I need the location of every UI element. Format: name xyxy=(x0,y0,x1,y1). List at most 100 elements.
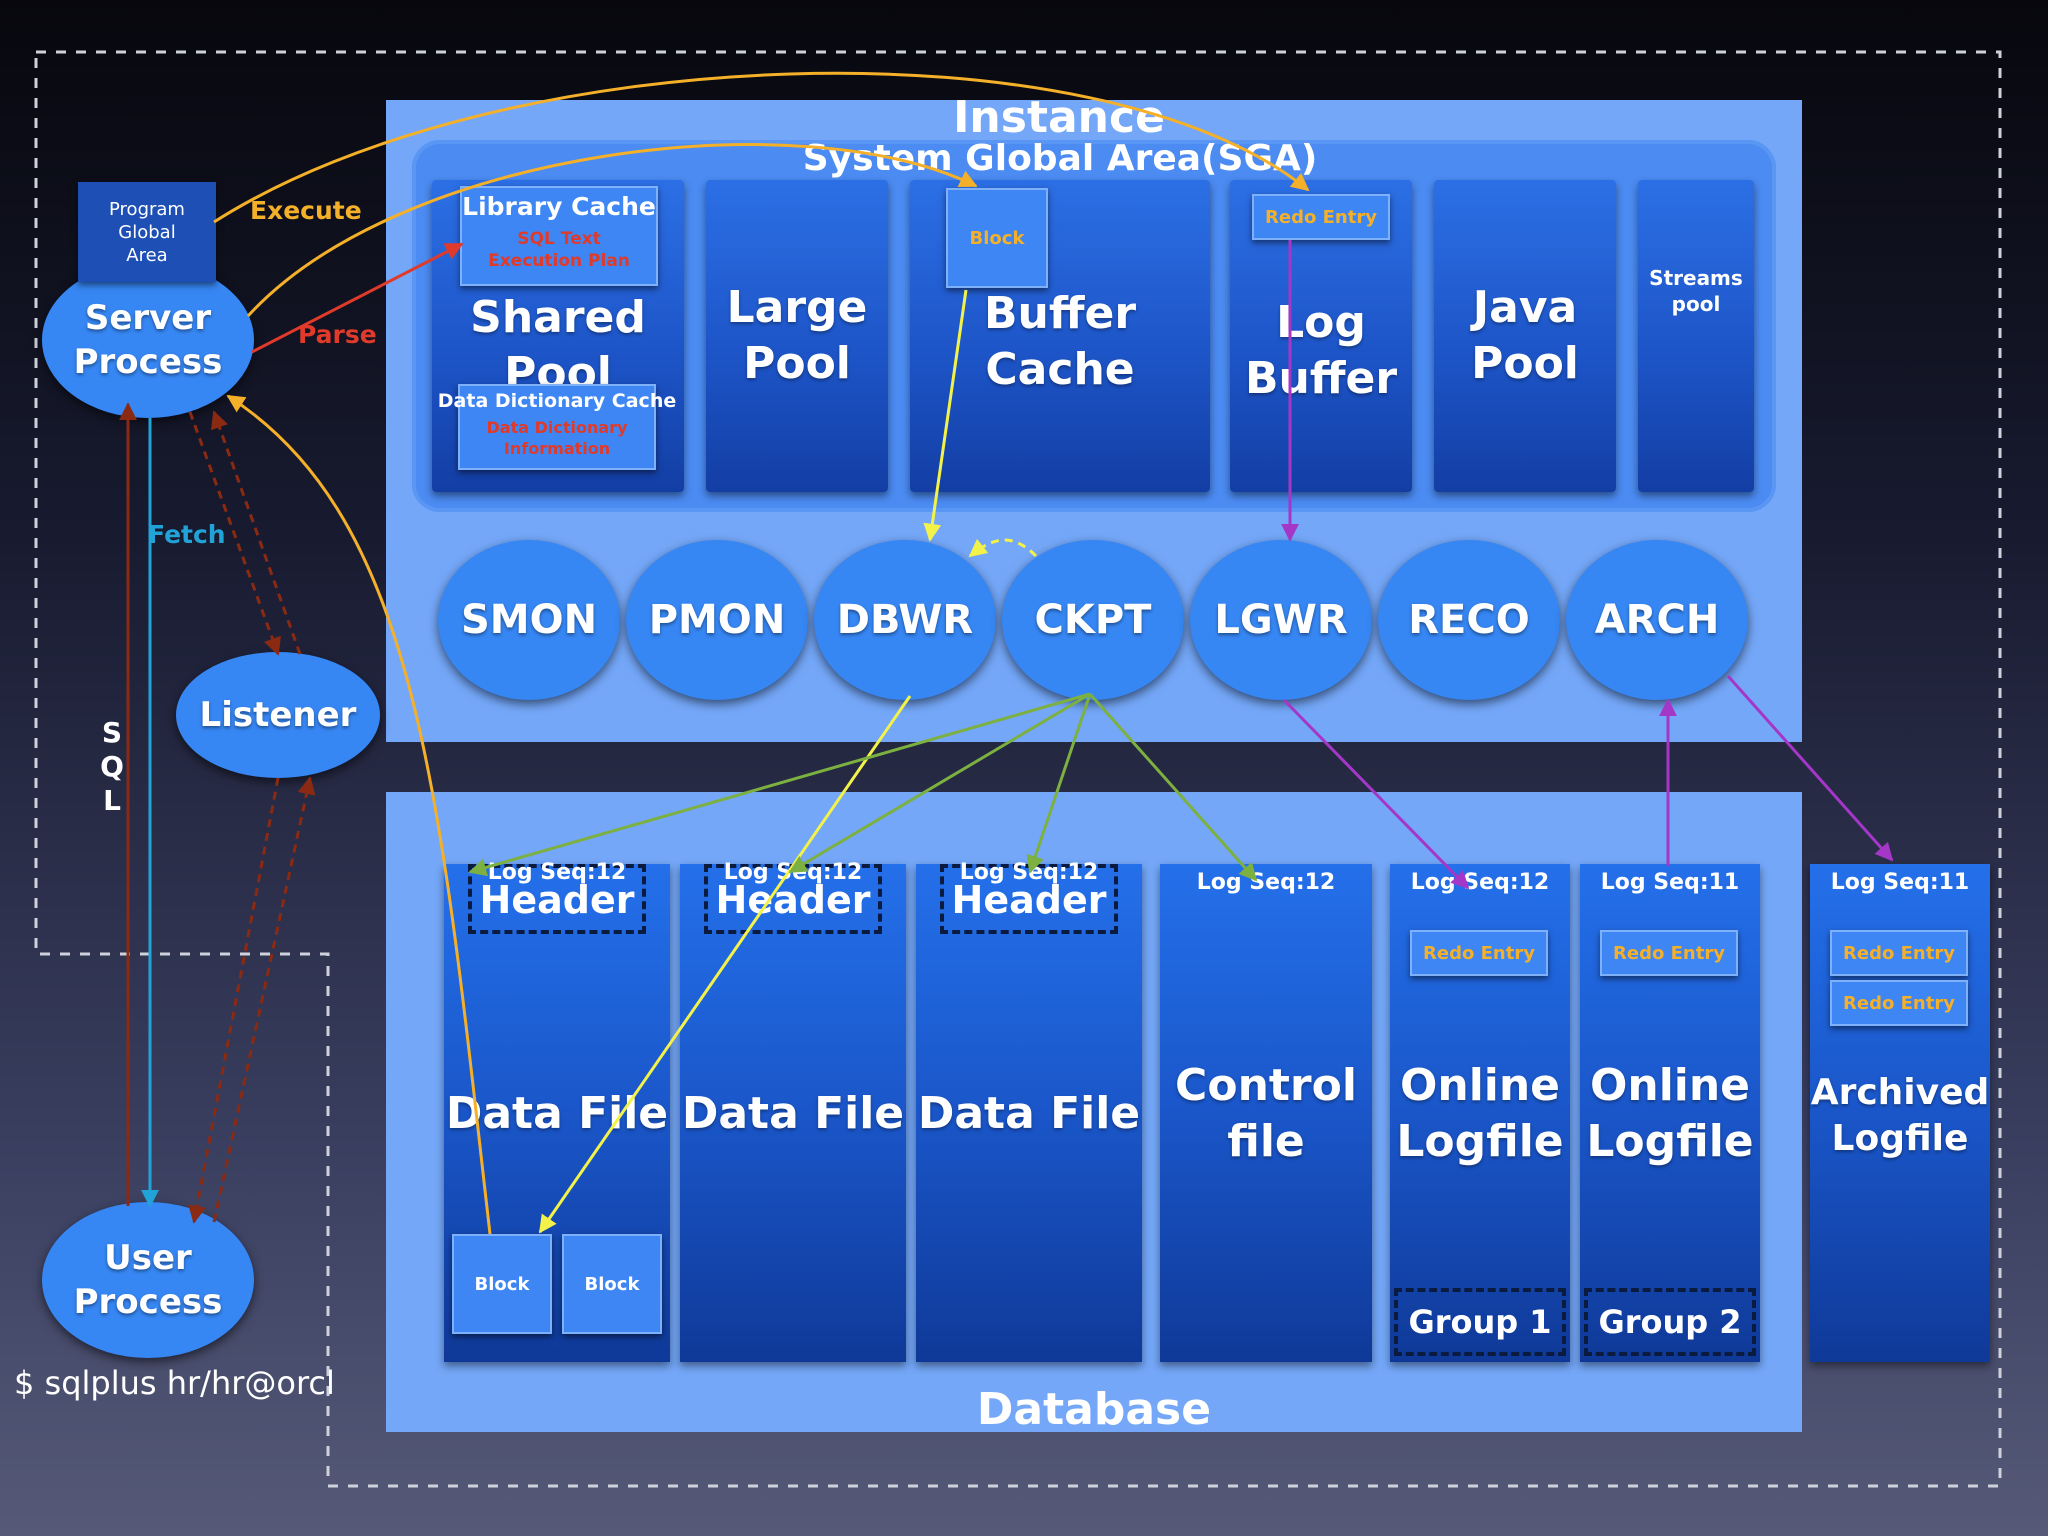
sqlplus-command: $ sqlplus hr/hr@orcl xyxy=(14,1364,335,1402)
sql-text-label: SQL Text xyxy=(517,229,601,249)
data-file-1-seq: Log Seq:12 xyxy=(487,860,627,885)
data-file-1: Log Seq:12 Header Data File Block Block xyxy=(444,860,670,1362)
control-file-l1: Control xyxy=(1175,1060,1357,1111)
data-file-3-label: Data File xyxy=(917,1088,1141,1139)
large-pool-l2: Pool xyxy=(743,338,851,389)
process-pmon: PMON xyxy=(626,540,808,700)
parse-arrow xyxy=(251,242,464,354)
archived-logfile-redo-1: Redo Entry xyxy=(1830,930,1968,976)
ckpt-to-header-3 xyxy=(1026,693,1092,874)
streams-pool-l2: pool xyxy=(1671,292,1721,316)
online-logfile-2-redo: Redo Entry xyxy=(1600,930,1738,976)
sql-letter-l: L xyxy=(103,784,121,817)
archived-logfile-seq: Log Seq:11 xyxy=(1830,870,1970,895)
data-dictionary-cache: Data Dictionary Cache Data Dictionary In… xyxy=(438,384,676,470)
process-lgwr: LGWR xyxy=(1190,540,1372,700)
online-logfile-1-seq: Log Seq:12 xyxy=(1410,870,1550,895)
java-pool-l1: Java xyxy=(1472,282,1578,333)
online-logfile-2-group: Group 2 xyxy=(1584,1288,1756,1356)
data-file-1-block-2: Block xyxy=(562,1234,662,1334)
ckpt-to-header-1 xyxy=(468,692,1091,877)
large-pool-l1: Large xyxy=(726,282,868,333)
sql-letter-q: Q xyxy=(100,750,124,783)
buffer-block: Block xyxy=(946,188,1048,288)
process-reco: RECO xyxy=(1378,540,1560,700)
archived-logfile-l1: Archived xyxy=(1810,1072,1990,1113)
database-title: Database xyxy=(976,1384,1212,1435)
ckpt-to-control xyxy=(1088,693,1258,882)
listener-to-server-1 xyxy=(210,410,302,655)
online-logfile-1-l1: Online xyxy=(1399,1060,1561,1111)
online-logfile-2-l2: Logfile xyxy=(1586,1116,1754,1167)
library-cache-label: Library Cache xyxy=(462,192,656,221)
data-file-1-header xyxy=(468,864,646,934)
online-logfile-1-group: Group 1 xyxy=(1394,1288,1566,1356)
archived-logfile-redo-2: Redo Entry xyxy=(1830,980,1968,1026)
log-buffer-l2: Buffer xyxy=(1244,353,1398,404)
server-process-l1: Server xyxy=(84,298,212,338)
archived-logfile-l2: Logfile xyxy=(1831,1118,1969,1159)
pga-l3: Area xyxy=(126,244,168,266)
java-pool-l2: Pool xyxy=(1471,338,1579,389)
execute-label: Execute xyxy=(250,196,362,225)
data-file-3: Log Seq:12 Header Data File xyxy=(916,860,1142,1362)
listener: Listener xyxy=(176,652,380,778)
block-to-dbwr-arrow xyxy=(923,289,968,542)
pga-l2: Global xyxy=(118,221,176,243)
shared-pool-l1: Shared xyxy=(470,292,646,343)
log-buffer-redo-entry: Redo Entry xyxy=(1252,194,1390,240)
fetch-label: Fetch xyxy=(148,520,226,549)
listener-to-user-1 xyxy=(188,777,280,1224)
data-file-2-label: Data File xyxy=(681,1088,905,1139)
pga-l1: Program xyxy=(109,198,185,220)
execute-arrow-to-redo xyxy=(213,71,1310,224)
online-logfile-2-seq: Log Seq:11 xyxy=(1600,870,1740,895)
control-file-seq: Log Seq:12 xyxy=(1196,870,1336,895)
instance-title: Instance xyxy=(953,92,1165,143)
lgwr-to-online-1 xyxy=(1282,698,1470,890)
server-to-listener-1 xyxy=(188,411,281,656)
sql-letter-s: S xyxy=(101,716,123,749)
online-logfile-2-l1: Online xyxy=(1589,1060,1751,1111)
dd-info-l2: Information xyxy=(503,439,611,458)
data-file-2-header-label: Header xyxy=(715,878,871,922)
streams-pool-l1: Streams xyxy=(1649,266,1743,290)
data-file-3-header-label: Header xyxy=(951,878,1107,922)
archived-logfile: Log Seq:11 Redo Entry Redo Entry Archive… xyxy=(1810,864,1990,1362)
execution-plan-label: Execution Plan xyxy=(488,251,630,271)
process-ckpt: CKPT xyxy=(1002,540,1184,700)
ckpt-signal-arrow xyxy=(968,538,1038,558)
data-file-1-block-1: Block xyxy=(452,1234,552,1334)
dd-info-l1: Data Dictionary xyxy=(486,418,628,437)
process-arch: ARCH xyxy=(1566,540,1748,700)
data-file-1-label: Data File xyxy=(445,1088,669,1139)
online-logfile-1-l2: Logfile xyxy=(1396,1116,1564,1167)
online-logfile-1-redo: Redo Entry xyxy=(1410,930,1548,976)
execute-arrow-to-block xyxy=(246,143,978,318)
dbwr-to-datafile-arrow xyxy=(538,695,912,1234)
arch-to-archived xyxy=(1726,675,1894,862)
buffer-cache-label: Buffer Cache xyxy=(983,288,1137,395)
dd-cache-label: Data Dictionary Cache xyxy=(437,390,677,412)
process-smon: SMON xyxy=(438,540,620,700)
ckpt-to-header-2 xyxy=(788,692,1091,874)
block-to-server-arrow xyxy=(226,394,492,1235)
user-process-l2: Process xyxy=(73,1282,223,1322)
server-process-l2: Process xyxy=(73,342,223,382)
